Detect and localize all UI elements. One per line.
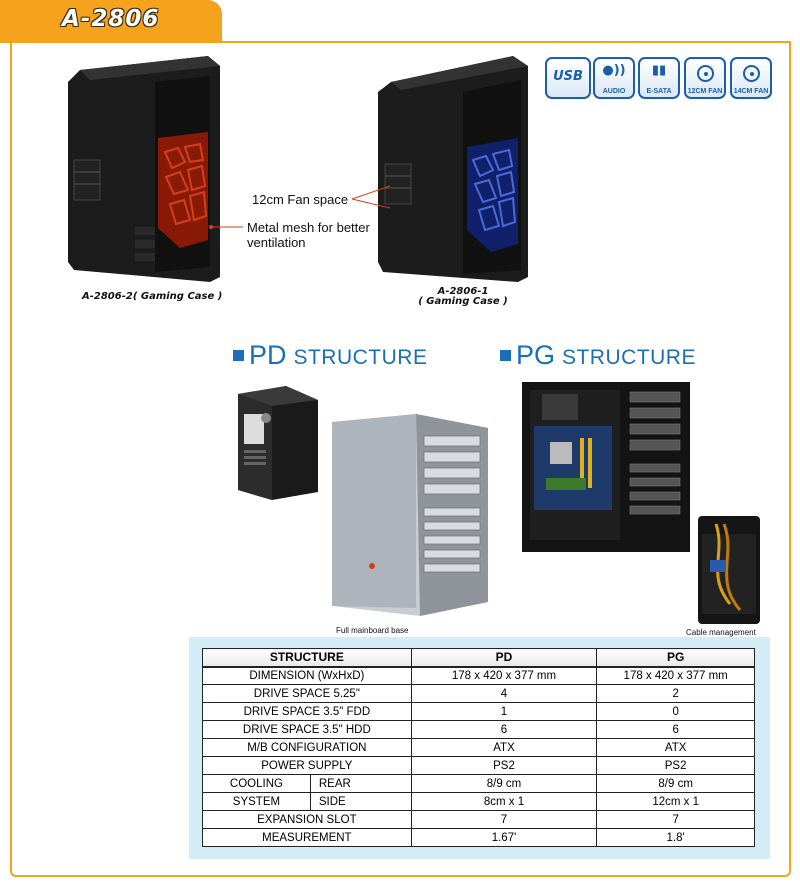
pd-structure-heading: PD STRUCTURE bbox=[233, 340, 427, 371]
usb-badge: USB bbox=[545, 57, 591, 99]
cooling-label-2: SYSTEM bbox=[202, 792, 311, 811]
table-row: SYSTEM SIDE 8cm x 1 12cm x 1 bbox=[202, 792, 755, 811]
esata-icon: ▮▮ bbox=[651, 63, 667, 78]
row-sublabel: SIDE bbox=[309, 792, 412, 811]
pg-cable-image bbox=[698, 516, 760, 624]
pd-value: 7 bbox=[410, 810, 598, 829]
pg-value: PS2 bbox=[596, 756, 755, 775]
pg-value: 8/9 cm bbox=[596, 774, 755, 793]
pd-case-image bbox=[238, 386, 318, 500]
pd-value: PS2 bbox=[410, 756, 598, 775]
row-label: DRIVE SPACE 3.5" FDD bbox=[202, 702, 412, 721]
pg-value: 2 bbox=[596, 684, 755, 703]
usb-icon: USB bbox=[553, 69, 583, 84]
table-row: DRIVE SPACE 5.25" 4 2 bbox=[202, 684, 755, 703]
pd-value: 8/9 cm bbox=[410, 774, 598, 793]
callout-mesh-1: Metal mesh for better bbox=[247, 220, 370, 235]
pg-value: 1.8' bbox=[596, 828, 755, 847]
pg-value: 12cm x 1 bbox=[596, 792, 755, 811]
pg-note: Cable management bbox=[686, 628, 756, 637]
pd-value: 1.67' bbox=[410, 828, 598, 847]
pd-value: 178 x 420 x 377 mm bbox=[410, 666, 598, 685]
row-label: EXPANSION SLOT bbox=[202, 810, 412, 829]
header-tab: A-2806 bbox=[0, 0, 222, 43]
pd-value: 4 bbox=[410, 684, 598, 703]
table-header-row: STRUCTURE PD PG bbox=[202, 648, 755, 668]
row-label: POWER SUPPLY bbox=[202, 756, 412, 775]
table-row: POWER SUPPLY PS2 PS2 bbox=[202, 756, 755, 775]
pg-structure-heading: PG STRUCTURE bbox=[500, 340, 696, 371]
table-row: DRIVE SPACE 3.5" FDD 1 0 bbox=[202, 702, 755, 721]
case-red-image bbox=[68, 56, 220, 282]
case-blue-image bbox=[378, 56, 528, 282]
pg-value: 6 bbox=[596, 720, 755, 739]
column-header: PG bbox=[596, 648, 755, 668]
spec-table: STRUCTURE PD PG DIMENSION (WxHxD) 178 x … bbox=[202, 648, 755, 847]
row-label: M/B CONFIGURATION bbox=[202, 738, 412, 757]
content-frame bbox=[10, 41, 791, 877]
callout-fan-space: 12cm Fan space bbox=[252, 192, 349, 207]
page-title: A-2806 bbox=[62, 6, 160, 32]
case-blue-caption-2: ( Gaming Case ) bbox=[418, 296, 508, 307]
pd-value: 6 bbox=[410, 720, 598, 739]
callout-mesh-2: ventilation bbox=[247, 235, 306, 250]
table-row: DIMENSION (WxHxD) 178 x 420 x 377 mm 178… bbox=[202, 666, 755, 685]
pg-value: ATX bbox=[596, 738, 755, 757]
case-blue-caption-1: A-2806-1 bbox=[437, 286, 489, 297]
pd-value: 8cm x 1 bbox=[410, 792, 598, 811]
row-label: DRIVE SPACE 5.25" bbox=[202, 684, 412, 703]
row-label: DRIVE SPACE 3.5" HDD bbox=[202, 720, 412, 739]
case-red-caption: A-2806-2( Gaming Case ) bbox=[82, 291, 223, 302]
pd-note: Full mainboard base bbox=[336, 626, 409, 635]
pg-case-image bbox=[522, 382, 690, 552]
table-row: MEASUREMENT 1.67' 1.8' bbox=[202, 828, 755, 847]
fan-icon bbox=[697, 65, 714, 82]
pg-value: 7 bbox=[596, 810, 755, 829]
callout-lines bbox=[209, 185, 391, 229]
pg-value: 0 bbox=[596, 702, 755, 721]
column-header: PD bbox=[410, 648, 598, 668]
pg-value: 178 x 420 x 377 mm bbox=[596, 666, 755, 685]
audio-icon: ●)) bbox=[602, 63, 626, 78]
table-row: COOLING REAR 8/9 cm 8/9 cm bbox=[202, 774, 755, 793]
fan-icon bbox=[743, 65, 760, 82]
row-label: DIMENSION (WxHxD) bbox=[202, 666, 412, 685]
pd-value: 1 bbox=[410, 702, 598, 721]
cooling-label-1: COOLING bbox=[202, 774, 311, 793]
row-label: MEASUREMENT bbox=[202, 828, 412, 847]
fan12-badge: 12CM FAN bbox=[684, 57, 726, 99]
table-row: M/B CONFIGURATION ATX ATX bbox=[202, 738, 755, 757]
audio-badge: ●)) AUDIO bbox=[593, 57, 635, 99]
esata-badge: ▮▮ E-SATA bbox=[638, 57, 680, 99]
pd-chassis-image bbox=[332, 414, 488, 616]
table-row: EXPANSION SLOT 7 7 bbox=[202, 810, 755, 829]
row-sublabel: REAR bbox=[309, 774, 412, 793]
table-row: DRIVE SPACE 3.5" HDD 6 6 bbox=[202, 720, 755, 739]
pd-value: ATX bbox=[410, 738, 598, 757]
fan14-badge: 14CM FAN bbox=[730, 57, 772, 99]
column-header: STRUCTURE bbox=[202, 648, 412, 668]
